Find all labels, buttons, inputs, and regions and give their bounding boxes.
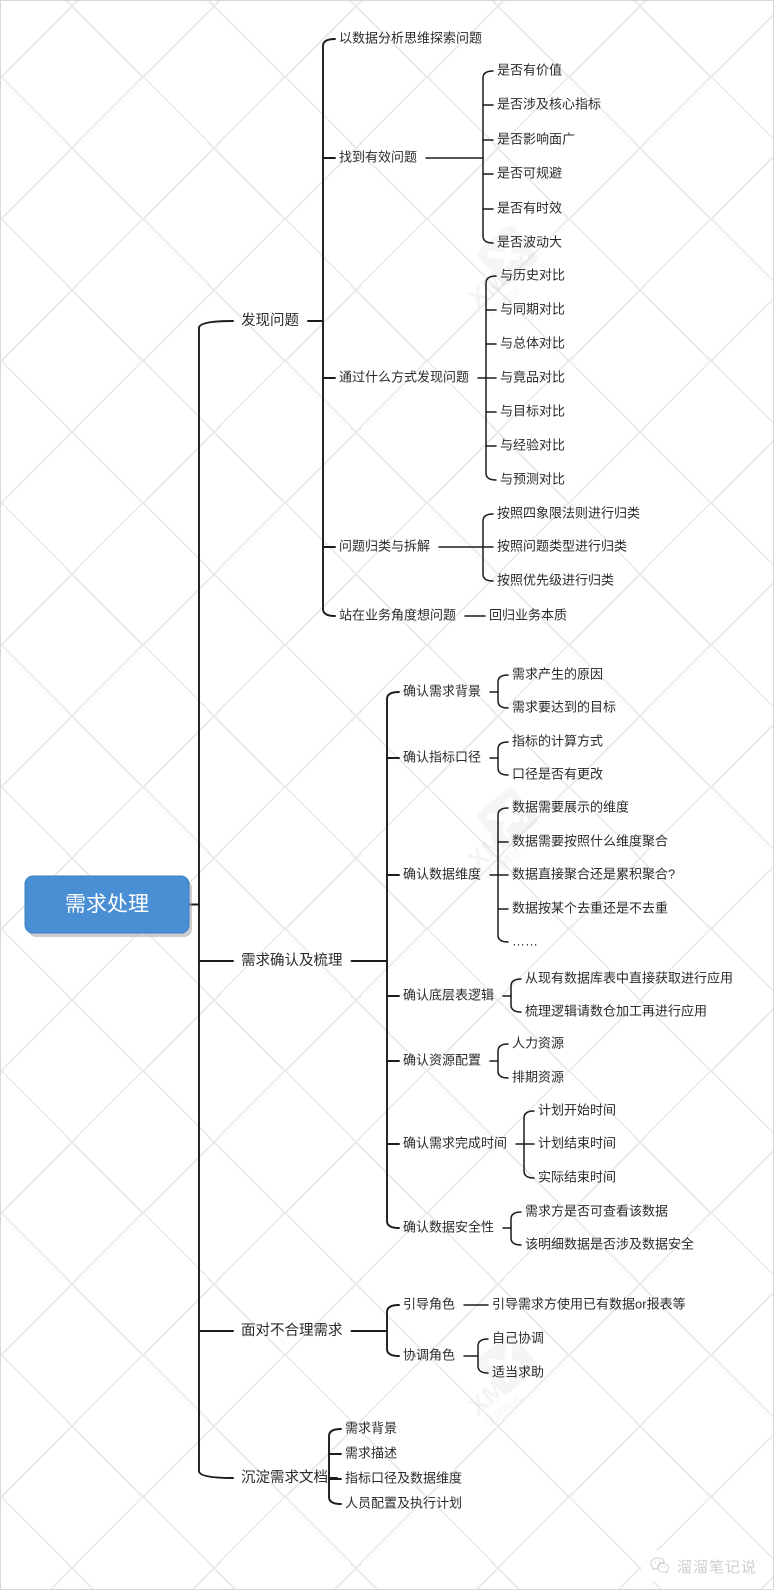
leaf-node[interactable]: 与历史对比 [500, 267, 565, 282]
leaf-node[interactable]: 是否有时效 [497, 200, 562, 215]
leaf-node[interactable]: 回归业务本质 [489, 607, 567, 622]
leaf-node[interactable]: 口径是否有更改 [512, 766, 603, 781]
leaf-node[interactable]: 适当求助 [492, 1364, 544, 1379]
root-node[interactable] [24, 875, 190, 934]
sub-node[interactable]: 通过什么方式发现问题 [339, 369, 469, 384]
sub-node[interactable]: 确认需求背景 [403, 683, 481, 698]
leaf-node[interactable]: 与经验对比 [500, 437, 565, 452]
sub-node[interactable]: 确认底层表逻辑 [403, 987, 494, 1002]
leaf-node[interactable]: 数据需要按照什么维度聚合 [512, 833, 668, 848]
sub-node[interactable]: 问题归类与拆解 [339, 538, 430, 553]
leaf-node[interactable]: 排期资源 [512, 1069, 564, 1084]
leaf-node[interactable]: 指标口径及数据维度 [345, 1470, 462, 1485]
sub-node[interactable]: 站在业务角度想问题 [339, 607, 456, 622]
leaf-node[interactable]: 需求描述 [345, 1445, 397, 1460]
leaf-node[interactable]: 人员配置及执行计划 [345, 1495, 462, 1510]
leaf-node[interactable]: 按照优先级进行归类 [497, 572, 614, 587]
leaf-node[interactable]: 是否涉及核心指标 [497, 96, 601, 111]
leaf-node[interactable]: 是否可规避 [497, 165, 562, 180]
leaf-node[interactable]: 与目标对比 [500, 403, 565, 418]
leaf-node[interactable]: 需求背景 [345, 1420, 397, 1435]
leaf-node[interactable]: 计划结束时间 [538, 1135, 616, 1150]
sub-node[interactable]: 以数据分析思维探索问题 [339, 30, 482, 45]
leaf-node[interactable]: 是否有价值 [497, 62, 562, 77]
leaf-node[interactable]: …… [512, 933, 538, 948]
wechat-icon [649, 1555, 671, 1577]
footer-account: 溜溜笔记说 [640, 1551, 765, 1581]
leaf-node[interactable]: 指标的计算方式 [512, 733, 603, 748]
leaf-node[interactable]: 需求要达到的目标 [512, 699, 616, 714]
leaf-node[interactable]: 与同期对比 [500, 301, 565, 316]
footer-account-name: 溜溜笔记说 [676, 1559, 757, 1576]
leaf-node[interactable]: 需求方是否可查看该数据 [525, 1203, 668, 1218]
sub-node[interactable]: 确认需求完成时间 [403, 1135, 507, 1150]
leaf-node[interactable]: 是否波动大 [497, 234, 562, 249]
leaf-node[interactable]: 与预测对比 [500, 471, 565, 486]
sub-node[interactable]: 确认资源配置 [403, 1052, 481, 1067]
branch-label-2[interactable]: 需求确认及梳理 [241, 952, 343, 969]
leaf-node[interactable]: 与竟品对比 [500, 369, 565, 384]
branch-label-4[interactable]: 沉淀需求文档 [241, 1469, 328, 1486]
sub-node[interactable]: 找到有效问题 [339, 149, 417, 164]
leaf-node[interactable]: 按照问题类型进行归类 [497, 538, 627, 553]
sub-node[interactable]: 确认数据安全性 [403, 1219, 494, 1234]
leaf-node[interactable]: 数据需要展示的维度 [512, 799, 629, 814]
leaf-node[interactable]: 实际结束时间 [538, 1169, 616, 1184]
leaf-node[interactable]: 需求产生的原因 [512, 666, 603, 681]
branch-label-1[interactable]: 发现问题 [241, 312, 299, 329]
mindmap-links [188, 38, 535, 1505]
sub-node[interactable]: 确认数据维度 [403, 866, 481, 881]
branch-label-3[interactable]: 面对不合理需求 [241, 1322, 343, 1339]
leaf-node[interactable]: 数据直接聚合还是累积聚合? [512, 866, 675, 881]
sub-node[interactable]: 确认指标口径 [403, 749, 481, 764]
leaf-node[interactable]: 数据按某个去重还是不去重 [512, 900, 668, 915]
leaf-node[interactable]: 引导需求方使用已有数据or报表等 [492, 1296, 686, 1311]
sub-node[interactable]: 协调角色 [403, 1347, 455, 1362]
leaf-node[interactable]: 与总体对比 [500, 335, 565, 350]
leaf-node[interactable]: 按照四象限法则进行归类 [497, 505, 640, 520]
root-node-label[interactable]: 需求处理 [65, 893, 149, 916]
leaf-node[interactable]: 自己协调 [492, 1330, 544, 1345]
leaf-node[interactable]: 梳理逻辑请数仓加工再进行应用 [525, 1003, 707, 1018]
leaf-node[interactable]: 计划开始时间 [538, 1102, 616, 1117]
sub-node[interactable]: 引导角色 [403, 1296, 455, 1311]
leaf-node[interactable]: 人力资源 [512, 1035, 564, 1050]
leaf-node[interactable]: 从现有数据库表中直接获取进行应用 [525, 970, 733, 985]
leaf-node[interactable]: 该明细数据是否涉及数据安全 [525, 1236, 694, 1251]
leaf-node[interactable]: 是否影响面广 [497, 131, 575, 146]
